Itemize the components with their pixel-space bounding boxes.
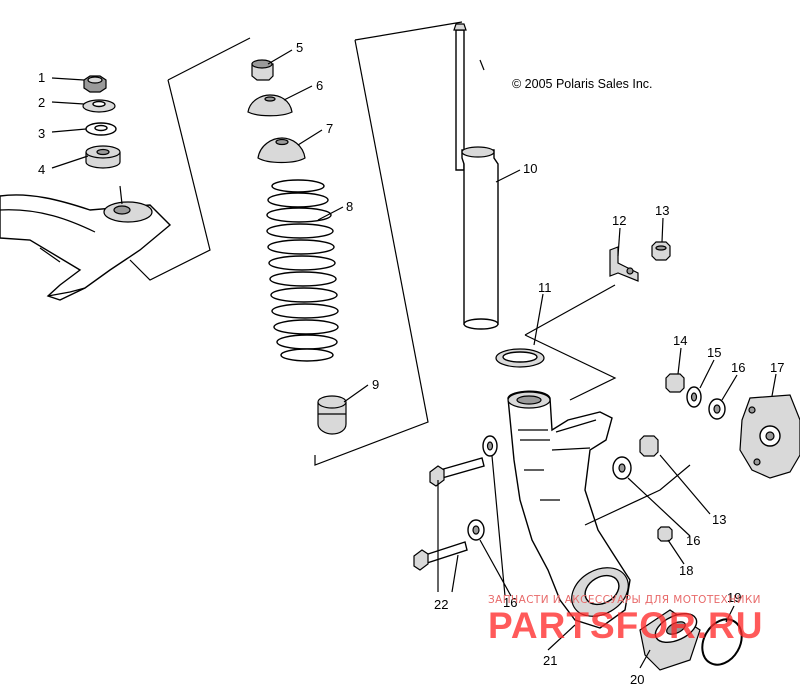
callout-2: 2	[38, 95, 45, 110]
part-8-coil-spring	[266, 179, 339, 362]
callout-21: 21	[543, 653, 557, 668]
part-11-o-ring	[495, 348, 545, 368]
callout-7: 7	[326, 121, 333, 136]
part-22-bolt-upper	[429, 457, 485, 487]
part-6-retainer	[247, 94, 293, 117]
part-2-washer	[82, 99, 116, 113]
callout-13-lower: 13	[712, 512, 726, 527]
leader-lines	[51, 49, 777, 669]
part-16-washer-middle	[612, 456, 632, 480]
part-13-nut-upper	[651, 241, 671, 261]
part-19-snap-ring	[701, 618, 743, 666]
callout-19: 19	[727, 590, 741, 605]
callout-16-lower: 16	[503, 595, 517, 610]
part-9-bump-stop	[317, 395, 347, 435]
frame-bracket	[0, 185, 172, 301]
part-10-shock-absorber	[453, 23, 499, 330]
callout-20: 20	[630, 672, 644, 687]
callout-11: 11	[538, 280, 552, 295]
part-17-brake-caliper	[739, 394, 800, 479]
callout-13-upper: 13	[655, 203, 669, 218]
watermark: ЗАПЧАСТИ И АКСЕССУАРЫ ДЛЯ МОТОТЕХНИКИ PA…	[488, 594, 763, 646]
callout-8: 8	[346, 199, 353, 214]
watermark-subtitle: ЗАПЧАСТИ И АКСЕССУАРЫ ДЛЯ МОТОТЕХНИКИ	[488, 594, 761, 606]
callout-6: 6	[316, 78, 323, 93]
part-12-clip	[609, 246, 639, 282]
part-5-nut	[251, 59, 274, 81]
callout-22: 22	[434, 597, 448, 612]
callout-9: 9	[372, 377, 379, 392]
callout-10: 10	[523, 161, 537, 176]
callout-4: 4	[38, 162, 45, 177]
part-14-bolt	[665, 373, 685, 393]
assembly-guide-lines	[129, 21, 691, 526]
part-7-spring-seat	[257, 137, 306, 164]
callout-5: 5	[296, 40, 303, 55]
callout-15: 15	[707, 345, 721, 360]
part-22-bolt-lower	[413, 541, 468, 571]
part-20-bearing	[639, 609, 701, 671]
part-16-washer-lower-left	[467, 519, 485, 541]
callout-numbers: 1 2 3 4 5 6 7 8 9 10 11 12 13 14 15 16 1…	[38, 40, 784, 687]
callout-12: 12	[612, 213, 626, 228]
part-4-bushing	[85, 145, 121, 169]
part-21-strut-housing	[507, 390, 631, 629]
callout-17: 17	[770, 360, 784, 375]
part-13-nut-middle	[639, 435, 659, 457]
callout-16-middle: 16	[686, 533, 700, 548]
part-15-washer	[686, 386, 702, 408]
callout-18: 18	[679, 563, 693, 578]
part-16-washer-upper-left	[482, 435, 498, 457]
part-16-washer-right	[708, 398, 726, 420]
watermark-brand: PARTSFOR.RU	[488, 605, 763, 646]
part-18-nut	[657, 526, 673, 542]
part-1-nut	[83, 75, 107, 93]
copyright-text: © 2005 Polaris Sales Inc.	[512, 77, 653, 91]
callout-3: 3	[38, 126, 45, 141]
callout-1: 1	[38, 70, 45, 85]
part-3-washer	[85, 122, 117, 136]
callout-16-right: 16	[731, 360, 745, 375]
callout-14: 14	[673, 333, 687, 348]
